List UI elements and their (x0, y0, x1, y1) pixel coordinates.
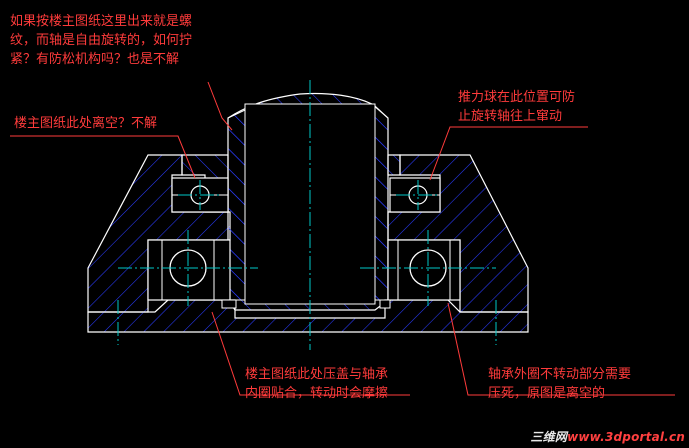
note-thrust-bearing: 推力球在此位置可防 止旋转轴往上窜动 (458, 88, 575, 126)
watermark: 三维网www.3dportal.cn (530, 428, 685, 445)
leader-lines (10, 81, 675, 396)
note-line: 紧？有防松机构吗？也是不解 (10, 52, 180, 67)
note-clearance-question: 楼主图纸此处离空？不解 (14, 114, 157, 133)
note-thread-question: 如果按楼主图纸这里出来就是螺 纹，而轴是自由旋转的，如何拧 紧？有防松机构吗？也… (10, 12, 192, 69)
cover-gap-left (221, 299, 237, 309)
note-line: 如果按楼主图纸这里出来就是螺 (10, 14, 193, 29)
note-line: 楼主图纸此处压盖与轴承 (245, 367, 389, 382)
cover-gap-right (379, 299, 391, 309)
note-line: 内圈贴合，转动时会摩擦 (245, 386, 389, 401)
centerlines (117, 80, 497, 350)
note-line: 轴承外圈不转动部分需要 (488, 367, 632, 382)
note-outer-ring: 轴承外圈不转动部分需要 压死，原图是离空的 (488, 365, 631, 403)
note-cover-friction: 楼主图纸此处压盖与轴承 内圈贴合，转动时会摩擦 (245, 365, 388, 403)
note-line: 楼主图纸此处离空？不解 (14, 116, 158, 131)
watermark-brand: 三维网 (530, 430, 568, 444)
shaft-step-left (227, 109, 246, 301)
cover-right (387, 154, 401, 176)
shaft-step-right (374, 104, 389, 301)
watermark-url: www.3dportal.cn (567, 430, 685, 444)
note-line: 止旋转轴往上窜动 (458, 109, 563, 124)
note-line: 纹，而轴是自由旋转的，如何拧 (10, 33, 193, 48)
note-line: 推力球在此位置可防 (458, 90, 576, 105)
note-line: 压死，原图是离空的 (488, 386, 606, 401)
